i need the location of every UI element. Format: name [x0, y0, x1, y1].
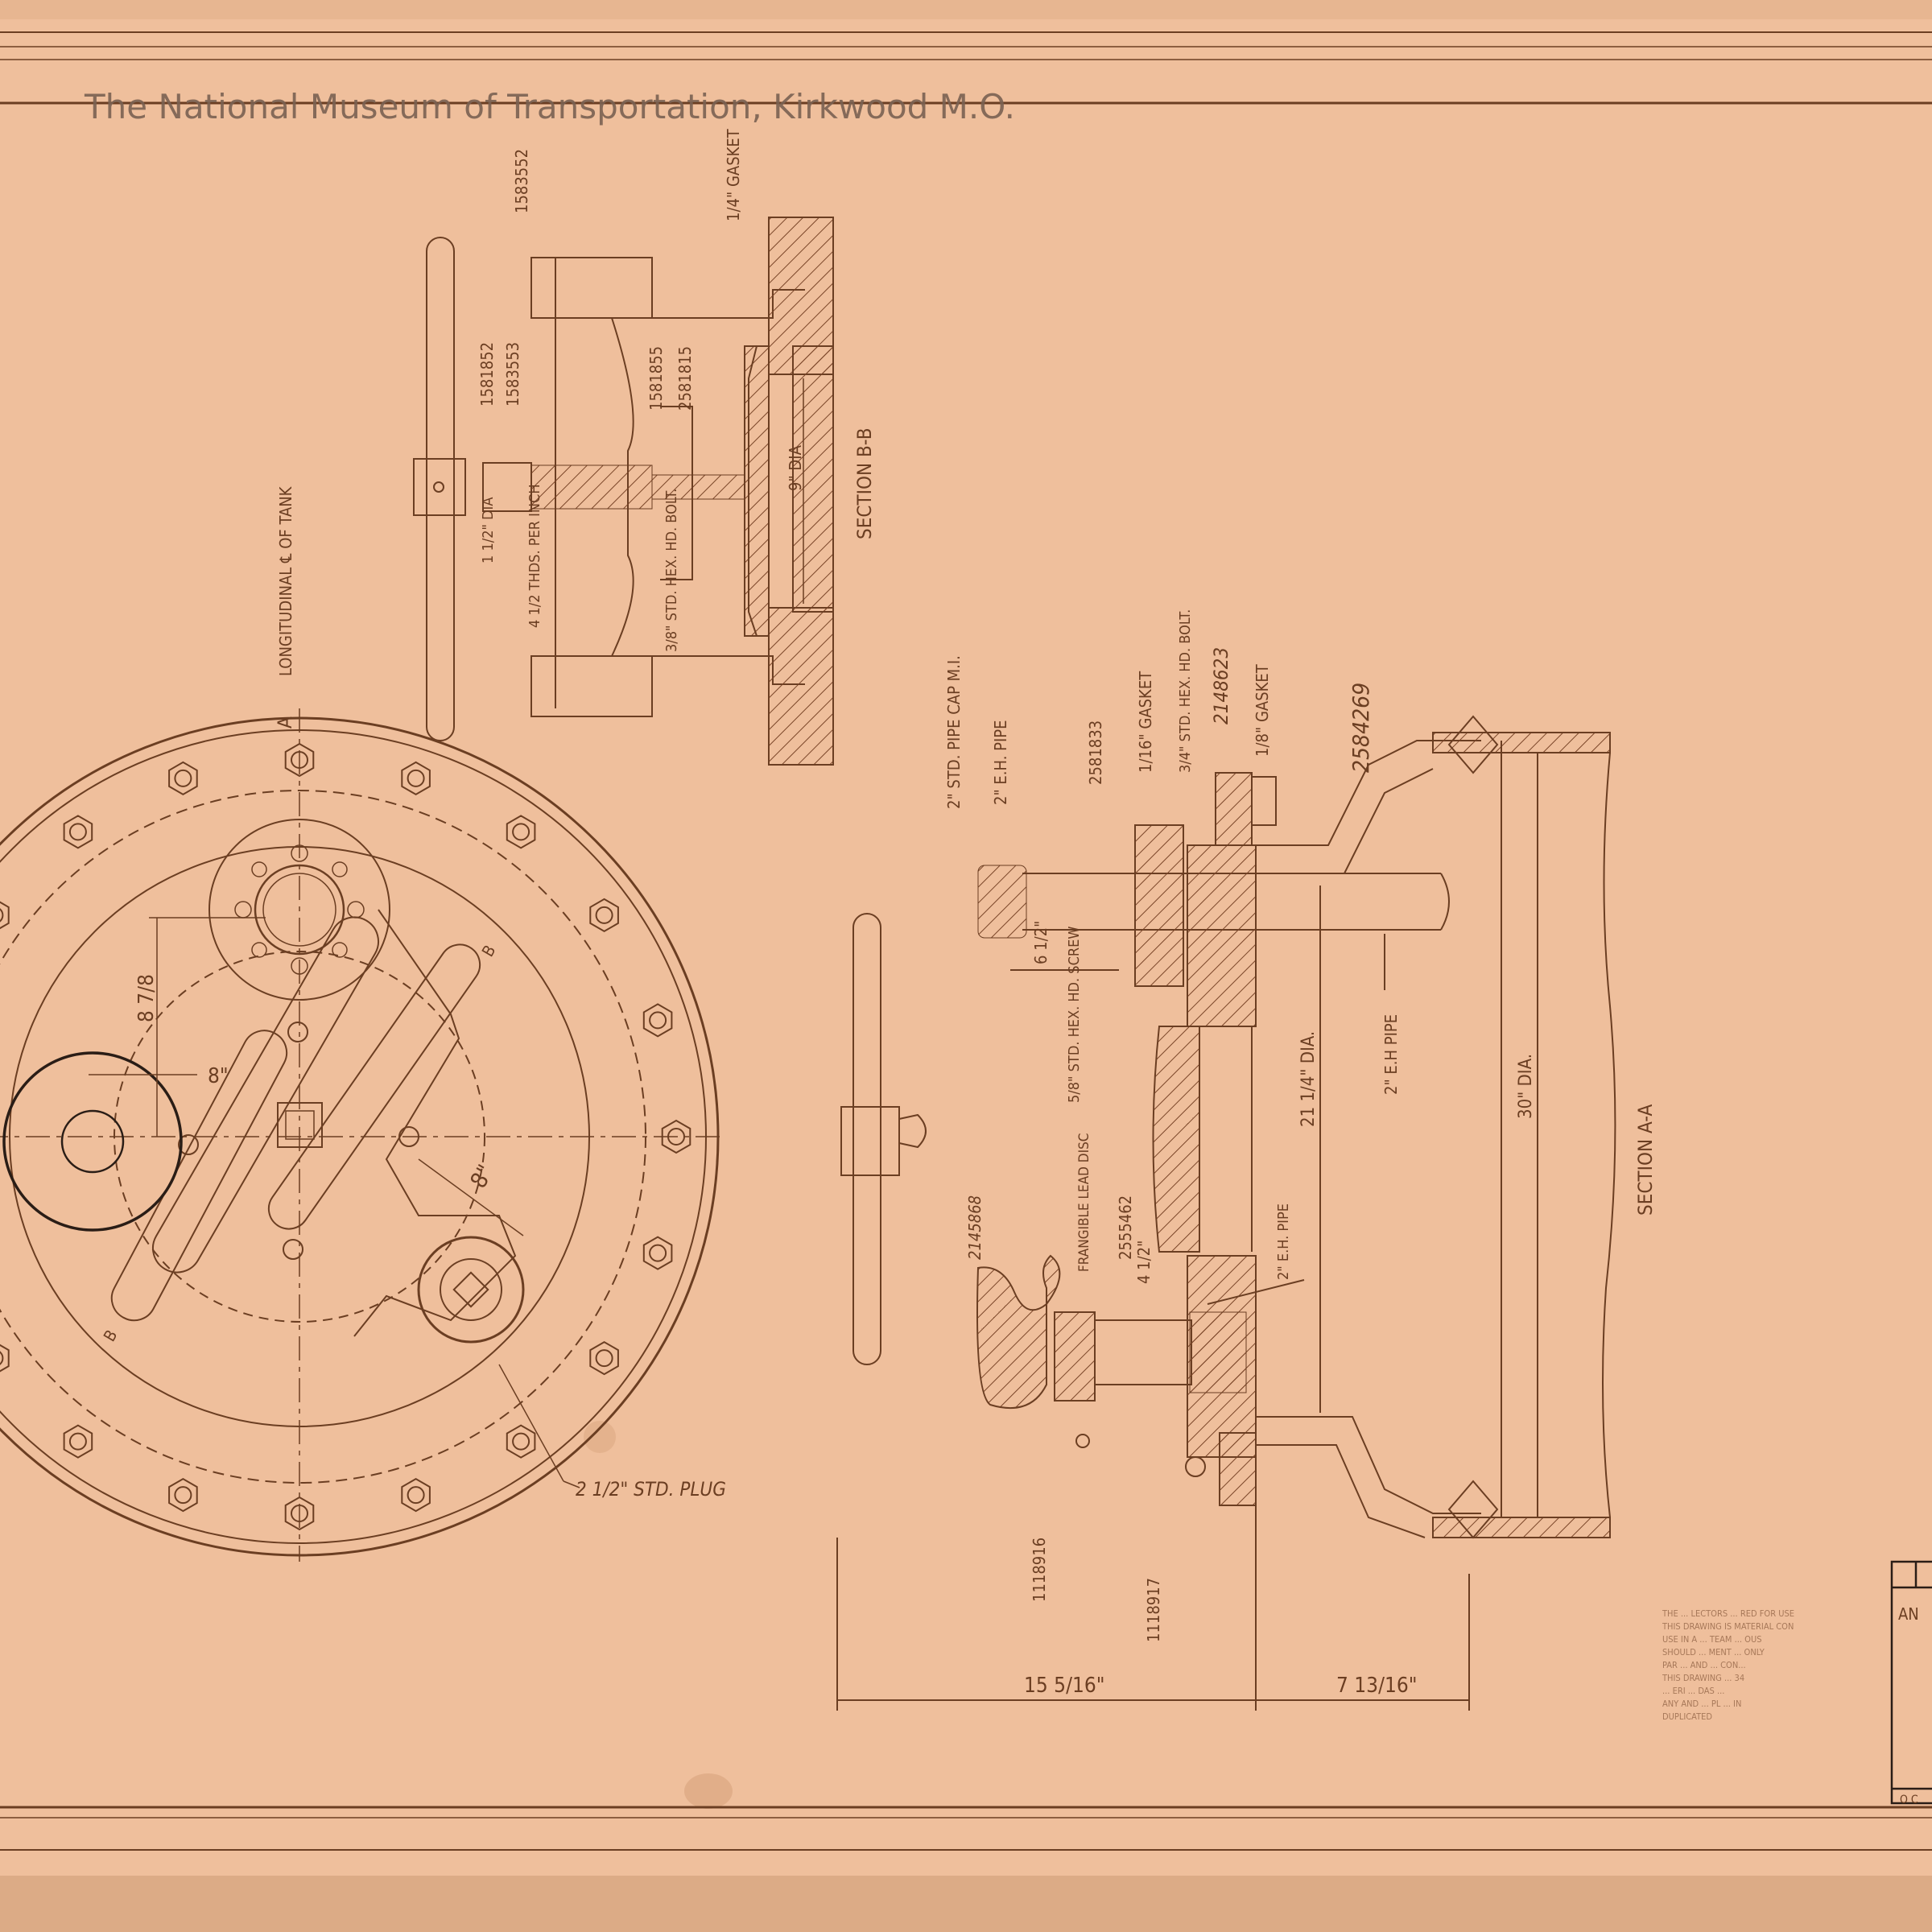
aa-label-dim-7b: 7 13/16": [1336, 1674, 1417, 1698]
title-block: [1890, 1560, 1932, 1805]
bb-label-1581852: 1581852: [477, 342, 497, 407]
plug-label: 2 1/2" STD. PLUG: [576, 1478, 726, 1501]
flange-bolt-hex: [589, 1340, 619, 1376]
mark-b-lower: B: [100, 1327, 122, 1345]
manhole-outline: [2, 1051, 183, 1232]
aa-label-1118917: 1118917: [1144, 1578, 1163, 1642]
aa-label-dim-4: 4 1/2": [1134, 1241, 1154, 1284]
aa-label-frangible: FRANGIBLE LEAD DISC: [1076, 1133, 1092, 1272]
aa-label-cap: 2" STD. PIPE CAP M.I.: [944, 655, 964, 809]
notice-line: THE ... LECTORS ... RED FOR USE: [1662, 1608, 1794, 1619]
flange-bolt-hex: [642, 1236, 673, 1270]
notice-line: THIS DRAWING IS MATERIAL CON: [1662, 1621, 1794, 1632]
aa-label-screw: 5/8" STD. HEX. HD. SCREW: [1066, 927, 1083, 1103]
aa-label-bolt34: 3/4" STD. HEX. HD. BOLT.: [1177, 609, 1194, 773]
flange-bolt-hex: [63, 815, 93, 849]
flange-bolt-hex: [63, 1424, 93, 1459]
bb-label-gasket: 1/4" GASKET: [724, 128, 743, 221]
notice-line: PAR ... AND ... CON...: [1662, 1660, 1746, 1670]
flange-bolt-hex: [589, 898, 619, 933]
flange-bolt-hole: [68, 823, 87, 841]
flange-bolt-hex: [0, 1344, 10, 1373]
aa-label-2145868: 2145868: [965, 1195, 985, 1260]
title-block-text-oc: OC: [1900, 1794, 1922, 1806]
aa-label-1118916: 1118916: [1030, 1538, 1049, 1602]
flange-bolt-hole: [595, 1349, 613, 1368]
notice-line: ANY AND ... PL ... IN: [1662, 1699, 1741, 1709]
flange-bolt-hole: [649, 1244, 667, 1262]
bb-label-threads: 4 1/2 THDS. PER INCH: [526, 484, 543, 628]
flange-bolt-hex: [661, 1119, 691, 1154]
notice-block: THE ... LECTORS ... RED FOR USE THIS DRA…: [1662, 1608, 1794, 1722]
section-aa-title: SECTION A-A: [1634, 1104, 1657, 1216]
flange-bolt-hole: [667, 1128, 685, 1146]
bb-label-1583552: 1583552: [512, 149, 531, 213]
museum-watermark: The National Museum of Transportation, K…: [85, 87, 1015, 126]
flange-bolt-hex: [401, 1477, 431, 1513]
flange-bolt-hex: [642, 1003, 673, 1038]
bb-label-1581855: 1581855: [646, 346, 666, 411]
aa-label-dia30: 30" DIA.: [1516, 1054, 1536, 1119]
bb-label-bar-dia: 1 1/2" DIA: [480, 497, 497, 564]
section-bb-title: SECTION B-B: [853, 427, 876, 539]
sheet-border: [0, 31, 1932, 1851]
title-block-text-an: AN: [1898, 1604, 1919, 1624]
notice-line: ... ERI ... DAS ...: [1662, 1686, 1724, 1696]
mark-b-upper: B: [478, 942, 500, 960]
flange-bolt-hex: [506, 1424, 536, 1459]
section-aa: [836, 715, 1616, 1711]
flange-bolt-hex: [168, 761, 198, 796]
aa-label-2584269: 2584269: [1348, 683, 1374, 773]
aa-label-eh-pipe-mid: 2" E.H PIPE: [1381, 1014, 1401, 1095]
dim-8-horizontal: 8": [208, 1064, 229, 1088]
flange-bolt-hole: [649, 1011, 667, 1030]
plan-dims: [89, 917, 580, 1488]
notice-line: USE IN A ... TEAM ... OUS: [1662, 1634, 1762, 1645]
flange-bolt-hole: [407, 769, 425, 787]
aa-label-dim-15: 15 5/16": [1024, 1674, 1104, 1698]
aa-label-eh-pipe-top: 2" E.H. PIPE: [991, 720, 1010, 806]
flange-bolt-hole: [0, 1351, 4, 1365]
flange-bolt-hole: [174, 769, 192, 787]
centerline-label: LONGITUDINAL ℄ OF TANK: [276, 485, 295, 676]
bolt-ring: [0, 742, 691, 1531]
bb-label-bolt: 3/8" STD. HEX. HD. BOLT.: [663, 489, 680, 652]
flange-bolt-hex: [168, 1477, 198, 1513]
flange-bolt-hole: [291, 1505, 308, 1522]
aa-label-gasket8: 1/8" GASKET: [1253, 663, 1272, 757]
aa-label-2148623: 2148623: [1210, 647, 1232, 724]
bb-label-2581815: 2581815: [675, 346, 695, 411]
aa-label-2581833: 2581833: [1086, 720, 1105, 785]
flange-bolt-hole: [512, 1432, 530, 1451]
aa-label-dia21: 21 1/4" DIA.: [1298, 1031, 1319, 1127]
flange-bolt-hex: [284, 1496, 315, 1531]
flange-bolt-hole: [595, 906, 613, 924]
flange-bolt-hex: [0, 901, 10, 930]
section-bb: [413, 217, 834, 766]
flange-bolt-hole: [512, 823, 530, 841]
section-marker-a: A: [274, 716, 296, 729]
flange-bolt-hole: [68, 1432, 87, 1451]
flange-bolt-hole: [407, 1486, 425, 1505]
notice-line: THIS DRAWING ... 34: [1662, 1673, 1744, 1683]
flange-bolt-hex: [284, 742, 315, 778]
dim-8-angled: 8": [464, 1160, 498, 1192]
bb-label-9-dia: 9" DIA: [786, 444, 805, 491]
flange-bolt-hole: [0, 908, 4, 923]
bb-label-1583553: 1583553: [503, 342, 522, 407]
dim-8-7-8: 8 7/8: [134, 974, 159, 1022]
plan-view: [0, 708, 724, 1562]
notice-line: DUPLICATED: [1662, 1711, 1712, 1722]
aa-label-gasket16: 1/16" GASKET: [1136, 671, 1155, 773]
aa-label-2555462: 2555462: [1116, 1195, 1135, 1260]
flange-bolt-hole: [291, 751, 308, 769]
flange-bolt-hex: [401, 761, 431, 796]
notice-line: SHOULD ... MENT ... ONLY: [1662, 1647, 1765, 1657]
aa-label-dim-6: 6 1/2": [1031, 921, 1051, 964]
flange-bolt-hole: [174, 1486, 192, 1505]
flange-bolt-hex: [506, 815, 536, 849]
aa-label-eh-pipe-low: 2" E.H. PIPE: [1275, 1203, 1292, 1280]
